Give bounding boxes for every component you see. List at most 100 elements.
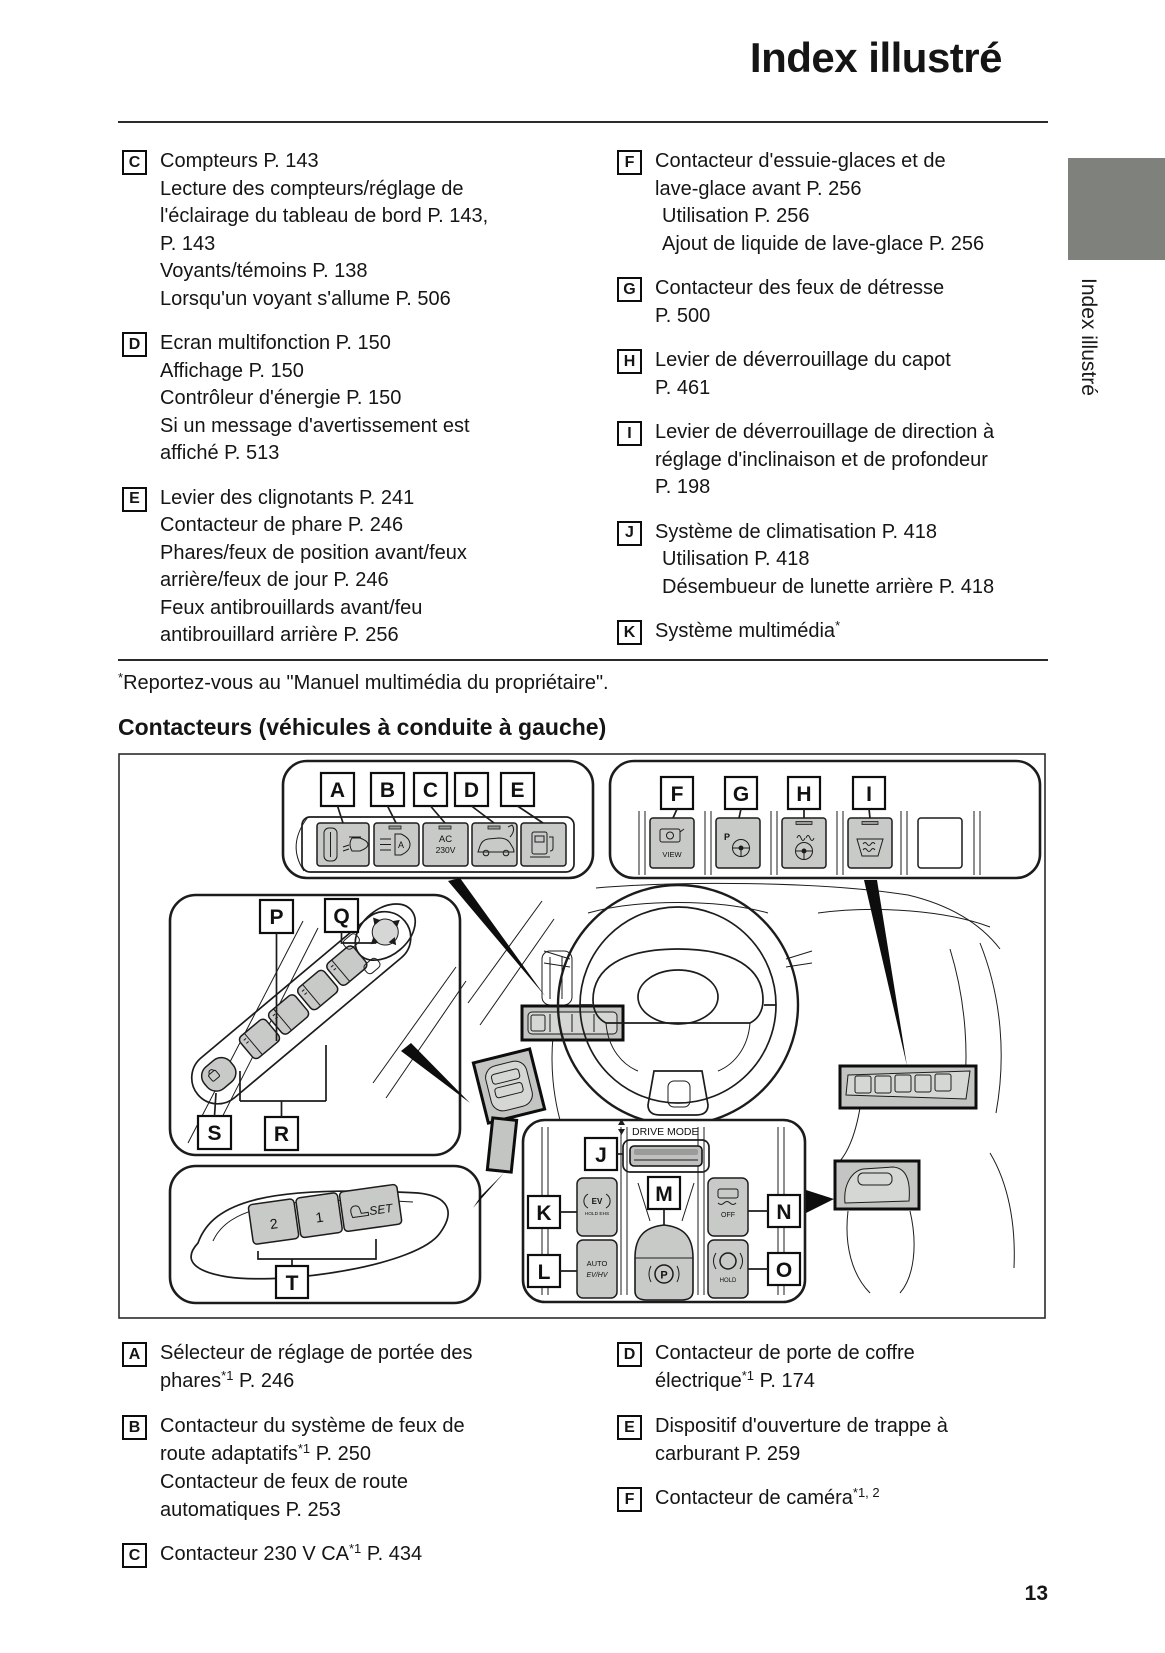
callout-box-D [453,771,490,808]
svg-text:A: A [398,840,404,850]
panel-center-console: DRIVE MODE J EV HOLD EHS AUTO EV/HV K L [521,1118,807,1304]
svg-text:AUTO: AUTO [587,1259,608,1268]
callout-letter-K: K [536,1202,551,1225]
svg-text:230V: 230V [436,845,456,855]
item-text: Système multimédia* [655,618,841,642]
fuel-pump-icon [530,831,554,858]
updown-arrow-icon [618,1119,625,1135]
door-armrest [190,903,417,1105]
auto-high-beam-icon: A [380,825,411,856]
superscript-note: * [118,670,124,685]
callout-box-B [369,771,406,808]
right-dash-switch-strip [838,1064,978,1110]
callout-wedges [401,878,907,1213]
callout-box-E [499,771,536,808]
parking-brake-switch [634,1224,694,1301]
dashboard-diagram: A AC 230V A B C [118,753,1046,1319]
camera-icon [659,828,685,843]
callout-letter-Q: Q [333,905,349,928]
callout-box-T [274,1264,310,1300]
defrost-button [847,817,893,869]
parking-assist-button [715,817,761,869]
callout-letter-N: N [776,1201,791,1224]
fuel-lid-button [520,822,567,867]
svg-text:P: P [724,832,730,842]
svg-text:AC: AC [439,834,452,845]
seat-icon [350,1205,370,1219]
adaptive-high-beam-button [373,822,420,867]
seat-memory-buttons: 2 1 SET [247,1183,403,1245]
section-tab-label: Index illustré [1077,278,1100,396]
dimmer-switch-cluster [520,1004,625,1042]
door-lock-switch [200,1056,237,1092]
panel-dash-lower-right: VIEW P F [608,759,1042,880]
item-letter-box: H [617,349,642,374]
superscript-note: *1 [349,1541,362,1556]
item-letter-box: F [617,1487,642,1512]
footnote: *Reportez-vous au "Manuel multimédia du … [118,670,609,694]
console-side-cluster [485,1116,519,1174]
page-number: 13 [1024,1582,1048,1605]
callout-letter-L: L [538,1261,551,1284]
divider-top [118,121,1048,123]
callout-letter-G: G [733,783,749,806]
window-switches [238,945,368,1060]
panel-seat-memory: 2 1 SET T [168,1164,482,1305]
steering-wheel-icon [732,839,750,857]
auto-evhv-button [576,1239,618,1299]
vsc-off-button [707,1177,749,1237]
parking-brake-icon [648,1264,680,1284]
ev-mode-icon [583,1193,611,1209]
windshield-defrost-icon [856,838,884,857]
item-letter-box: B [122,1415,147,1440]
panel-dash-lower-left: A AC 230V A B C [281,759,595,880]
drive-mode-label: DRIVE MODE [632,1126,699,1138]
callout-box-S [196,1114,233,1151]
superscript-note: *1 [221,1367,234,1383]
callout-letter-A: A [330,779,345,802]
shifter-cluster [833,1159,921,1211]
item-letter-box: F [617,150,642,175]
item-letter-box: C [122,150,147,175]
blank-switch [917,817,963,869]
item-letter-box: I [617,421,642,446]
item-letter-box: C [122,1543,147,1568]
item-letter-box: K [617,620,642,645]
svg-text:HOLD EHS: HOLD EHS [585,1211,610,1217]
callout-letter-J: J [595,1144,607,1167]
camera-view-button [649,817,695,869]
headlight-leveling-icon [323,827,369,862]
item-letter-box: D [122,332,147,357]
drive-mode-switch [622,1139,710,1173]
svg-text:HOLD: HOLD [720,1278,737,1284]
divider-middle [118,659,1048,661]
callout-letter-M: M [655,1183,673,1206]
svg-text:VIEW: VIEW [662,850,682,859]
section-heading: Contacteurs (véhicules à conduite à gauc… [118,714,607,740]
callout-letter-C: C [423,779,438,802]
heated-steering-icon [795,835,815,860]
item-text: Contacteur 230 V CA*1 P. 434 [160,1541,423,1565]
superscript-note: *1 [741,1367,755,1383]
callout-box-R [263,1115,300,1152]
